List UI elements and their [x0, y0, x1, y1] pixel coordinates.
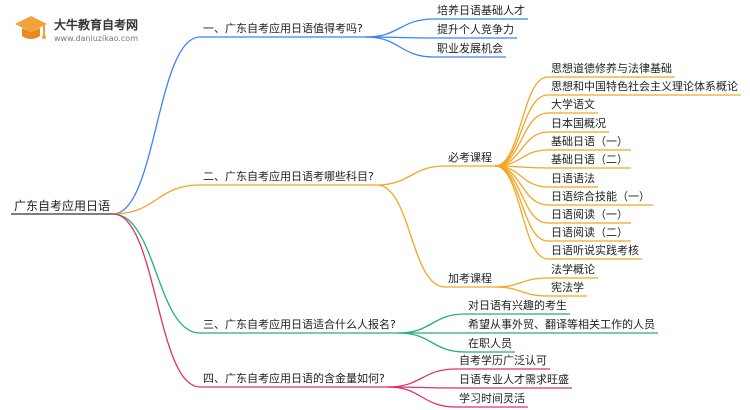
connector-line — [113, 184, 201, 215]
connector-line — [494, 131, 549, 167]
leaf-item: 职业发展机会 — [437, 42, 503, 55]
leaf-item: 希望从事外贸、翻译等相关工作的人员 — [468, 318, 655, 331]
mortarboard-icon — [15, 16, 47, 39]
connector-line — [494, 165, 549, 260]
connector-line — [387, 368, 457, 388]
connector-line — [365, 18, 435, 38]
connector-line — [398, 313, 466, 334]
logo-url: www.daniuzikao.com — [54, 34, 138, 43]
group-extra-courses: 加考课程 — [448, 272, 492, 285]
leaf-item: 日语阅读（一） — [551, 208, 628, 221]
leaf-item: 日语专业人才需求旺盛 — [459, 373, 569, 386]
leaf-item: 日语阅读（二） — [551, 226, 628, 239]
branch-value: 四、广东自考应用日语的含金量如何? — [203, 372, 385, 385]
logo: 大牛教育自考网 www.daniuzikao.com — [14, 14, 174, 48]
leaf-item: 基础日语（二） — [551, 153, 628, 166]
leaf-item: 大学语文 — [551, 98, 595, 111]
leaf-item: 思想和中国特色社会主义理论体系概论 — [551, 80, 738, 93]
leaf-item: 在职人员 — [468, 337, 512, 350]
connector-line — [494, 94, 549, 167]
leaf-item: 法学概论 — [551, 263, 595, 276]
connector-line — [494, 286, 549, 297]
leaf-item: 提升个人竞争力 — [437, 23, 514, 36]
leaf-item: 培养日语基础人才 — [437, 4, 525, 17]
connector-line — [494, 277, 549, 288]
branch-who-should-apply: 三、广东自考应用日语适合什么人报名? — [203, 318, 396, 331]
logo-title: 大牛教育自考网 — [54, 18, 139, 32]
connector-line — [398, 332, 466, 353]
leaf-item: 学习时间灵活 — [459, 392, 525, 405]
connector-line — [365, 36, 435, 58]
root-node: 广东自考应用日语 — [14, 199, 111, 213]
branch-subjects: 二、广东自考应用日语考哪些科目? — [203, 170, 374, 183]
group-required-courses: 必考课程 — [448, 151, 492, 164]
branch-worth-it: 一、广东自考应用日语值得考吗? — [203, 22, 363, 35]
connector-line — [494, 165, 549, 206]
leaf-item: 日本国概况 — [551, 117, 606, 130]
leaf-item: 基础日语（一） — [551, 135, 628, 148]
connector-line — [112, 36, 201, 215]
connector-line — [376, 165, 446, 186]
leaf-item: 思想道德修养与法律基础 — [551, 62, 672, 75]
leaf-item: 宪法学 — [551, 281, 584, 294]
connector-line — [494, 76, 549, 167]
connector-line — [494, 112, 549, 167]
leaf-item: 对日语有兴趣的考生 — [468, 299, 567, 312]
connector-line — [387, 386, 457, 408]
leaf-item: 日语听说实践考核 — [551, 244, 639, 257]
leaf-item: 日语综合技能（一） — [551, 190, 650, 203]
leaf-item: 日语语法 — [551, 172, 595, 185]
leaf-item: 自考学历广泛认可 — [459, 354, 547, 367]
connector-line — [113, 213, 201, 334]
connector-line — [376, 184, 446, 288]
connector-line — [112, 213, 201, 388]
